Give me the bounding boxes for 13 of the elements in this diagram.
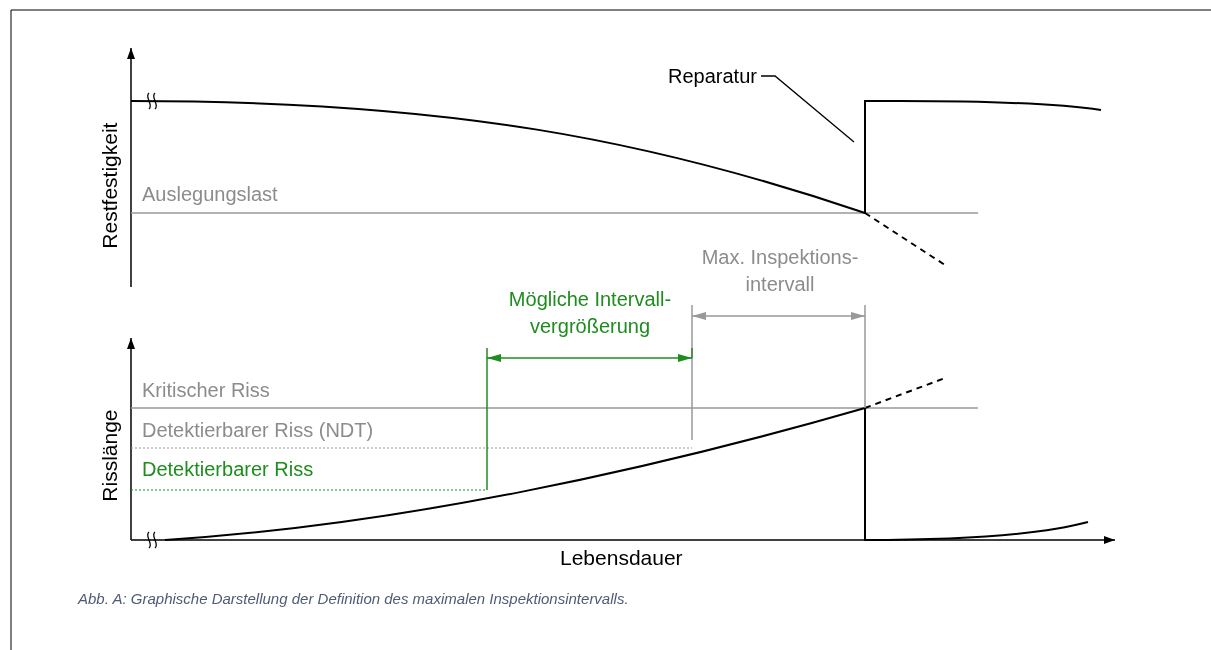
line-label: Detektierbarer Riss [142, 457, 314, 481]
axis-title: Lebensdauer [560, 545, 680, 571]
axis-title: Restfestigkeit [97, 121, 123, 251]
callout-label: Reparatur [668, 64, 757, 88]
repair-jump-line [864, 100, 866, 214]
caption: Abb. A: Graphische Darstellung der Definition des maximalen Inspektionsintervalls. [78, 590, 629, 608]
dimension-label: Max. Inspektions- intervall [700, 245, 860, 297]
dimension-label: Mögliche Intervall- vergrößerung [507, 287, 673, 339]
line-label: Detektierbarer Riss (NDT) [142, 418, 374, 442]
axis-title: Risslänge [97, 408, 123, 504]
line-label: Auslegungslast [142, 182, 278, 206]
leader-line [760, 75, 855, 143]
line-label: Kritischer Riss [142, 378, 270, 402]
